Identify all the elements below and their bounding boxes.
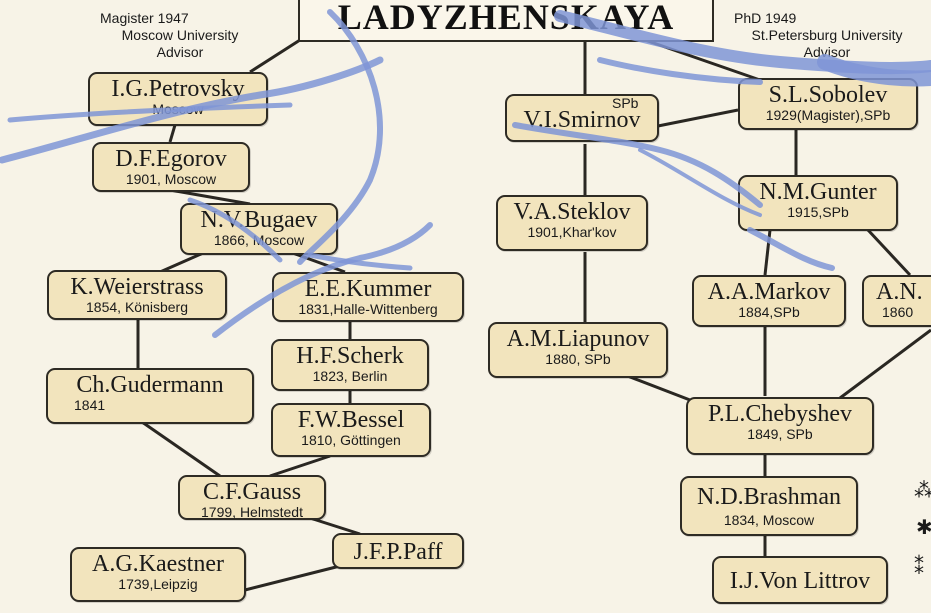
node-name: P.L.Chebyshev bbox=[708, 401, 852, 427]
left-note-line-3: Advisor bbox=[156, 44, 204, 60]
node-kaestner: A.G.Kaestner 1739,Leipzig bbox=[70, 547, 246, 602]
node-name: Ch.Gudermann bbox=[76, 372, 224, 398]
node-subtitle: 1841 bbox=[74, 397, 106, 413]
node-name: A.G.Kaestner bbox=[92, 551, 224, 577]
node-name: I.J.Von Littrov bbox=[729, 568, 871, 594]
node-subtitle: 1884,SPb bbox=[738, 304, 800, 320]
node-subtitle: 1799, Helmstedt bbox=[201, 504, 303, 520]
node-subtitle: 1901, Moscow bbox=[125, 171, 217, 187]
node-subtitle: 1831,Halle-Wittenberg bbox=[298, 301, 438, 317]
node-liapunov: A.M.Liapunov 1880, SPb bbox=[488, 322, 668, 378]
node-name: F.W.Bessel bbox=[297, 407, 405, 433]
node-brashman: N.D.Brashman 1834, Moscow bbox=[680, 476, 858, 536]
ink-mark: ⁂ bbox=[914, 478, 931, 502]
node-subtitle: 1866, Moscow bbox=[213, 232, 305, 248]
node-subtitle: 1860 bbox=[882, 304, 914, 320]
node-name: I.G.Petrovsky bbox=[111, 76, 245, 102]
left-note-line-2: Moscow University bbox=[121, 27, 239, 43]
right-note-line-2: St.Petersburg University bbox=[751, 27, 903, 43]
node-name: C.F.Gauss bbox=[202, 479, 302, 505]
node-subtitle: 1823, Berlin bbox=[312, 368, 388, 384]
node-name: N.M.Gunter bbox=[759, 179, 877, 205]
edge-liapunov-chebyshev bbox=[624, 373, 691, 402]
node-subtitle: 1929(Magister),SPb bbox=[765, 107, 891, 123]
ink-mark: ✱ bbox=[916, 515, 931, 539]
node-gauss: C.F.Gauss 1799, Helmstedt bbox=[178, 475, 326, 520]
node-name: N.D.Brashman bbox=[697, 484, 841, 510]
right-advisor-note: PhD 1949 St.Petersburg University Adviso… bbox=[722, 10, 931, 61]
node-weierstrass: K.Weierstrass 1854, Könisberg bbox=[47, 270, 227, 320]
node-subtitle: 1739,Leipzig bbox=[118, 576, 198, 592]
node-subtitle: 1915,SPb bbox=[787, 204, 849, 220]
edge-paff-kaestner bbox=[244, 564, 341, 592]
node-name: S.L.Sobolev bbox=[768, 82, 888, 108]
node-name: A.A.Markov bbox=[707, 279, 831, 305]
node-subtitle: Moscow bbox=[152, 101, 204, 117]
smirnov-spb-tag: SPb bbox=[612, 95, 639, 111]
node-name: E.E.Kummer bbox=[304, 276, 432, 302]
page-title: LADYZHENSKAYA bbox=[298, 0, 714, 42]
node-markov: A.A.Markov 1884,SPb bbox=[692, 275, 846, 327]
edge-an-chebyshev bbox=[839, 328, 931, 400]
node-name: J.F.P.Paff bbox=[353, 539, 443, 565]
ink-mark: ⁑ bbox=[914, 555, 924, 579]
node-steklov: V.A.Steklov 1901,Khar'kov bbox=[496, 195, 648, 251]
node-name: N.V.Bugaev bbox=[200, 207, 318, 233]
edge-gunter-an bbox=[866, 228, 912, 277]
edge-gudermann-gauss bbox=[141, 420, 221, 478]
node-gunter: N.M.Gunter 1915,SPb bbox=[738, 175, 898, 231]
node-name: H.F.Scherk bbox=[296, 343, 404, 369]
node-name: A.M.Liapunov bbox=[506, 326, 650, 352]
node-von-littrov: I.J.Von Littrov bbox=[712, 556, 888, 604]
node-subtitle: 1880, SPb bbox=[545, 351, 611, 367]
left-note-line-1: Magister 1947 bbox=[100, 10, 189, 26]
node-an-partial: A.N. 1860 bbox=[862, 275, 931, 327]
node-subtitle: 1854, Könisberg bbox=[86, 299, 188, 315]
node-subtitle: 1834, Moscow bbox=[723, 512, 815, 528]
edge-gauss-paff bbox=[309, 516, 361, 536]
node-kummer: E.E.Kummer 1831,Halle-Wittenberg bbox=[272, 272, 464, 322]
node-gudermann: Ch.Gudermann 1841 bbox=[46, 368, 254, 424]
node-sobolev: S.L.Sobolev 1929(Magister),SPb bbox=[738, 78, 918, 130]
node-name: V.I.Smirnov bbox=[523, 107, 641, 133]
node-chebyshev: P.L.Chebyshev 1849, SPb bbox=[686, 397, 874, 455]
node-subtitle: 1810, Göttingen bbox=[301, 432, 401, 448]
node-name: K.Weierstrass bbox=[70, 274, 204, 300]
right-note-line-1: PhD 1949 bbox=[734, 10, 797, 26]
node-name: A.N. bbox=[876, 279, 923, 305]
node-bessel: F.W.Bessel 1810, Göttingen bbox=[271, 403, 431, 457]
node-paff: J.F.P.Paff bbox=[332, 533, 464, 569]
node-petrovsky: I.G.Petrovsky Moscow bbox=[88, 72, 268, 126]
node-bugaev: N.V.Bugaev 1866, Moscow bbox=[180, 203, 338, 255]
node-subtitle: 1901,Khar'kov bbox=[527, 224, 617, 240]
left-advisor-note: Magister 1947 Moscow University Advisor bbox=[80, 10, 280, 61]
node-subtitle: 1849, SPb bbox=[747, 426, 813, 442]
right-note-line-3: Advisor bbox=[803, 44, 851, 60]
node-name: D.F.Egorov bbox=[115, 146, 227, 172]
edge-bessel-gauss bbox=[269, 454, 331, 478]
node-scherk: H.F.Scherk 1823, Berlin bbox=[271, 339, 429, 391]
node-name: V.A.Steklov bbox=[513, 199, 631, 225]
node-egorov: D.F.Egorov 1901, Moscow bbox=[92, 142, 250, 192]
